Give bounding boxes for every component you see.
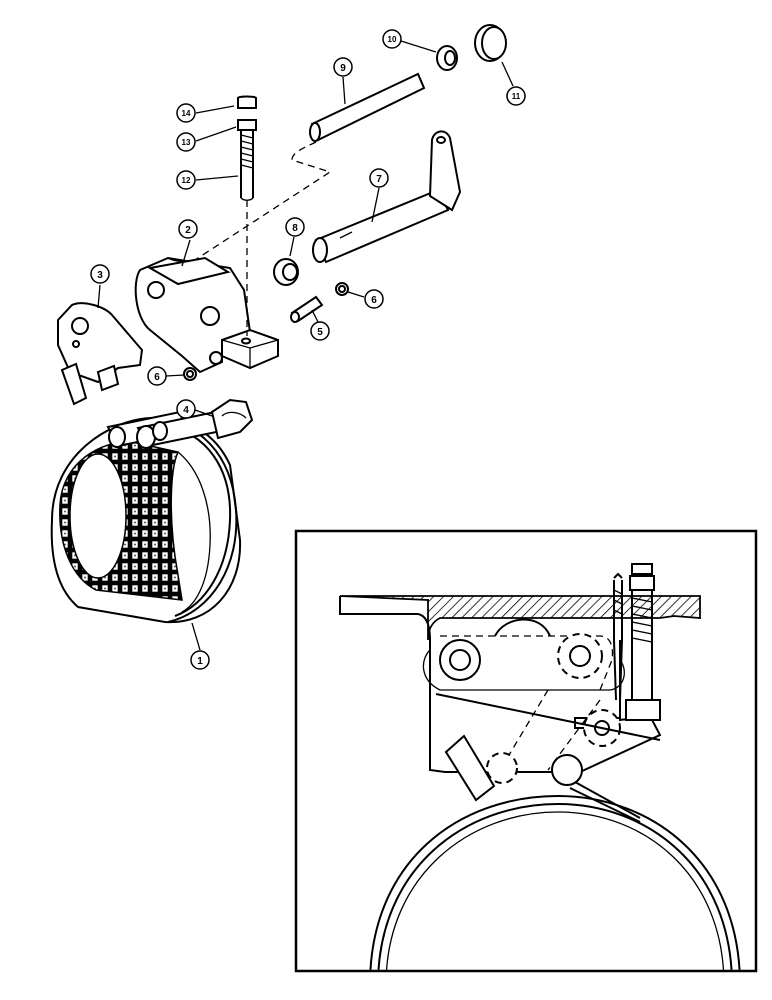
anchor-plate [57,302,144,406]
svg-text:8: 8 [292,223,298,234]
svg-text:4: 4 [183,405,189,416]
cross-shaft-lever [312,130,462,264]
bushing [436,45,458,71]
callout-8: 8 [285,217,305,257]
svg-text:9: 9 [340,63,346,74]
callout-12: 12 [176,170,239,190]
callout-9: 9 [333,57,353,105]
snap-ring-left-hole [186,370,194,378]
plug [474,24,507,62]
svg-text:10: 10 [388,35,397,44]
shaft [309,72,426,142]
callout-11: 11 [501,61,526,106]
callout-14: 14 [176,103,235,123]
svg-text:1: 1 [197,656,203,667]
svg-text:14: 14 [182,109,191,118]
callout-2: 2 [178,219,198,267]
svg-text:3: 3 [97,270,103,281]
pivot-pin [290,295,324,323]
adjusting-screw [237,95,257,201]
clip [210,398,254,440]
svg-text:5: 5 [317,327,323,338]
svg-text:2: 2 [185,225,191,236]
svg-text:7: 7 [376,174,382,185]
brake-band-section [369,794,741,970]
seal [273,258,299,286]
svg-text:11: 11 [512,92,521,101]
inset-detail-view [294,529,758,973]
callout-13: 13 [176,126,237,152]
brake-bracket [134,256,279,374]
housing-section [339,595,701,641]
callout-4: 4 [176,399,213,419]
callout-5: 5 [310,309,330,341]
callout-3: 3 [90,264,110,309]
callout-6-right: 6 [347,289,384,309]
snap-ring-right-hole [338,285,346,293]
svg-text:12: 12 [182,176,191,185]
callout-1: 1 [190,622,210,670]
callout-10: 10 [382,29,437,53]
callout-6-left: 6 [147,366,185,386]
svg-text:13: 13 [182,138,191,147]
callout-7: 7 [369,168,389,223]
assembly-line-shaft [194,141,332,261]
brake-band [50,409,242,624]
svg-text:6: 6 [371,295,377,306]
svg-text:6: 6 [154,372,160,383]
